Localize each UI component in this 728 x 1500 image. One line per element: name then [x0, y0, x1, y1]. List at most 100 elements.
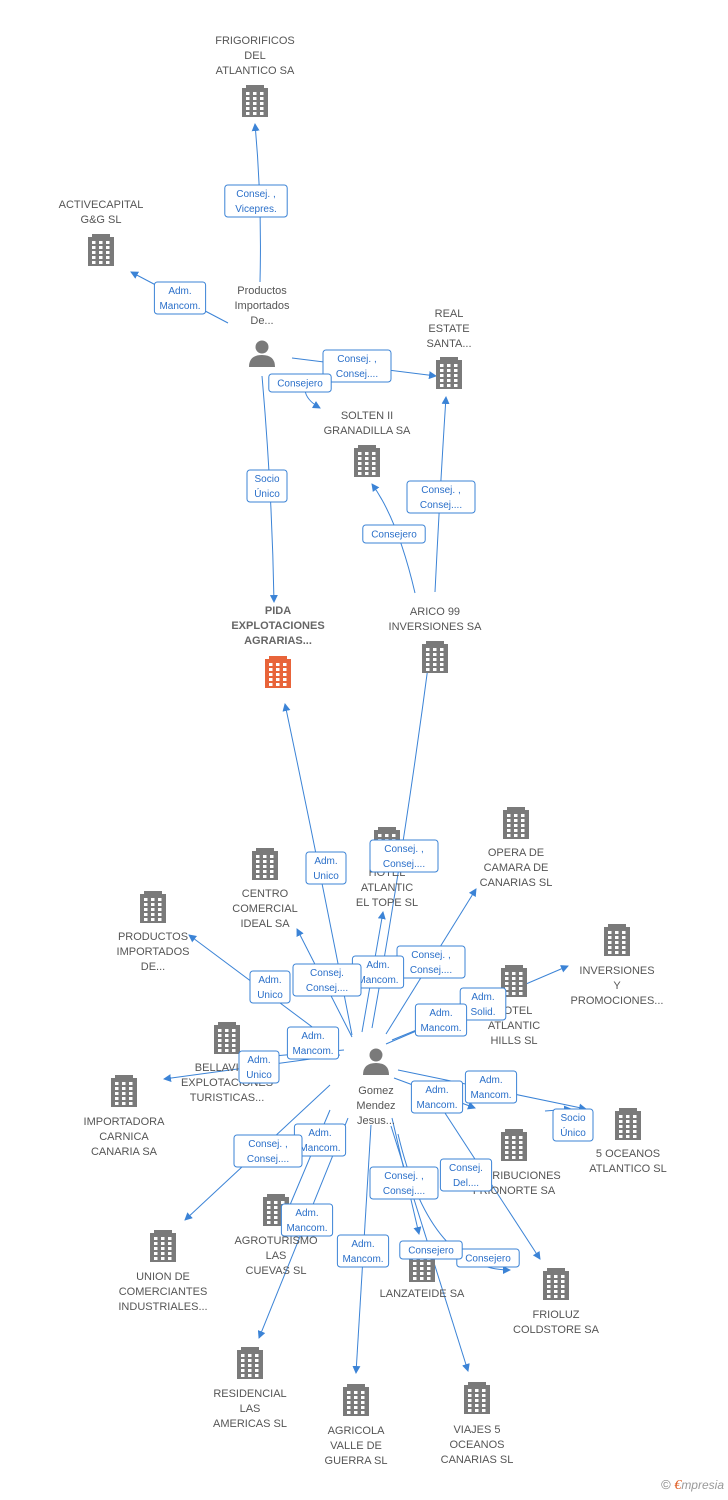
relation-label[interactable]: Consejero	[362, 524, 426, 544]
relation-label[interactable]: Consej. ,Consej....	[406, 480, 476, 514]
relation-label-line: Del....	[453, 1178, 479, 1189]
building-window	[274, 1206, 278, 1209]
relation-label[interactable]: Consejero	[399, 1240, 463, 1260]
relation-label[interactable]: Adm.Unico	[238, 1050, 280, 1084]
relation-label[interactable]: Consej. ,Consej....	[322, 349, 392, 383]
building-window	[413, 1272, 417, 1275]
relation-label[interactable]: Consej.Consej....	[292, 963, 362, 997]
relation-label[interactable]: Adm.Unico	[305, 851, 347, 885]
node-label-line: INVERSIONES	[579, 965, 654, 977]
relation-label[interactable]: Consej. ,Vicepres.	[224, 184, 288, 218]
building-window	[270, 870, 274, 873]
relation-label[interactable]: Consejero	[268, 373, 332, 393]
building-icon	[354, 445, 380, 477]
relation-label-line: Mancom.	[416, 1100, 457, 1111]
building-window	[519, 972, 523, 975]
building-window	[505, 1156, 509, 1159]
building-window	[561, 1280, 565, 1283]
building-window	[241, 1374, 245, 1377]
building-window	[619, 1115, 623, 1118]
relation-label[interactable]: Adm.Mancom.	[414, 1003, 468, 1037]
building-window	[270, 875, 274, 878]
brand-initial: €	[674, 1478, 682, 1493]
node-label-line: LAS	[240, 1403, 261, 1415]
building-window	[619, 1120, 623, 1123]
building-window	[92, 241, 96, 244]
relation-label[interactable]: Consej. ,Consej....	[233, 1134, 303, 1168]
building-window	[218, 1034, 222, 1037]
relation-label[interactable]: Consej. ,Consej....	[369, 839, 439, 873]
relation-label-line: Adm.	[351, 1239, 374, 1250]
relation-label-box	[280, 1203, 334, 1237]
building-window	[248, 1354, 252, 1357]
person-body	[249, 355, 275, 367]
node-label-line: PIDA	[265, 605, 291, 617]
building-roof	[347, 1384, 365, 1388]
relation-label[interactable]: Adm.Mancom.	[286, 1026, 340, 1060]
building-window	[413, 1277, 417, 1280]
relation-label[interactable]: Consej.Del....	[439, 1158, 493, 1192]
building-window	[521, 814, 525, 817]
building-window	[253, 92, 257, 95]
relation-label-box	[362, 524, 426, 544]
relation-label[interactable]: Adm.Mancom.	[280, 1203, 334, 1237]
relation-label-line: Solid.	[470, 1007, 495, 1018]
relation-label[interactable]: Adm.Mancom.	[336, 1234, 390, 1268]
building-window	[440, 369, 444, 372]
building-roof	[256, 848, 274, 852]
relation-label[interactable]: Consej. ,Consej....	[369, 1166, 439, 1200]
building-window	[626, 1120, 630, 1123]
building-window	[122, 1097, 126, 1100]
relation-label-text: Adm.Mancom.	[292, 1031, 333, 1057]
node-label-line: GUERRA SL	[325, 1455, 388, 1467]
relation-label-text: Adm.Mancom.	[357, 960, 398, 986]
building-window	[475, 1399, 479, 1402]
node-label-line: VIAJES 5	[453, 1424, 500, 1436]
building-window	[505, 1151, 509, 1154]
building-window	[122, 1102, 126, 1105]
building-window	[168, 1237, 172, 1240]
node-label-line: ATLANTIC	[361, 882, 413, 894]
relation-label[interactable]: Adm.Mancom.	[410, 1080, 464, 1114]
relation-label-line: Adm.	[429, 1008, 452, 1019]
building-window	[440, 364, 444, 367]
relation-label[interactable]: Adm.Mancom.	[153, 281, 207, 315]
node-label-line: TURISTICAS...	[190, 1092, 265, 1104]
node-label-line: COLDSTORE SA	[513, 1324, 600, 1336]
relation-label[interactable]: Adm.Unico	[249, 970, 291, 1004]
relation-label-line: Consejero	[277, 379, 323, 390]
relation-label[interactable]: Consejero	[456, 1248, 520, 1268]
building-window	[354, 1411, 358, 1414]
building-window	[482, 1409, 486, 1412]
node-label-line: LAS	[266, 1250, 287, 1262]
relation-label[interactable]: Adm.Mancom.	[464, 1070, 518, 1104]
building-window	[433, 648, 437, 651]
relation-label[interactable]: Consej. ,Consej....	[396, 945, 466, 979]
